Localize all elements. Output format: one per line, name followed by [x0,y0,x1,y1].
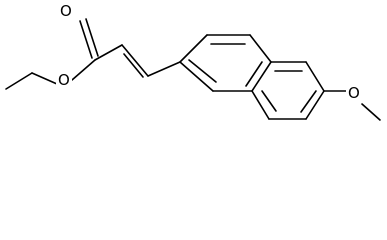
naphthalene-bond-8 [305,61,325,92]
ester-oxygen-label-bg [56,71,72,89]
naphthalene-bond-9-inner [300,90,317,113]
carbonyl-double-bond-a [79,20,93,59]
carbonyl-double-bond-b [85,18,99,57]
chemical-structure-diagram: O O O [5,2,381,121]
carbonyl-alkene-bond [94,44,123,61]
naphthalene-bond-11 [251,90,270,120]
naphthalene-bond-6-inner [188,59,217,83]
naphthalene-bond-6 [179,61,214,92]
carbonyl-oxygen-label: O [60,2,72,20]
methoxy-ch3-bond [361,103,381,121]
ester-o-carbonyl-bond [71,59,96,81]
alkene-double-bond-inner [123,53,144,78]
carbonyl-oxygen-label-bg [58,2,74,20]
naphthalene-fusion-bond [251,61,272,92]
ethyl-ch2-o-bond [31,72,58,85]
alkene-double-bond [121,44,149,77]
methoxy-oxygen-label: O [348,84,360,102]
naphthalene-fusion-bond-inner [245,61,263,87]
naphthalene-bond-9 [305,90,325,120]
ethyl-ch3-bond [5,72,33,90]
naphthalene-bond-11-inner [261,90,277,112]
alkene-aryl-bond [147,61,181,77]
ester-oxygen-label: O [58,71,70,89]
methoxy-oxygen-label-bg [346,84,363,102]
naphthalene-bond-1 [179,34,208,63]
naphthalene-fusion-top [249,34,272,63]
